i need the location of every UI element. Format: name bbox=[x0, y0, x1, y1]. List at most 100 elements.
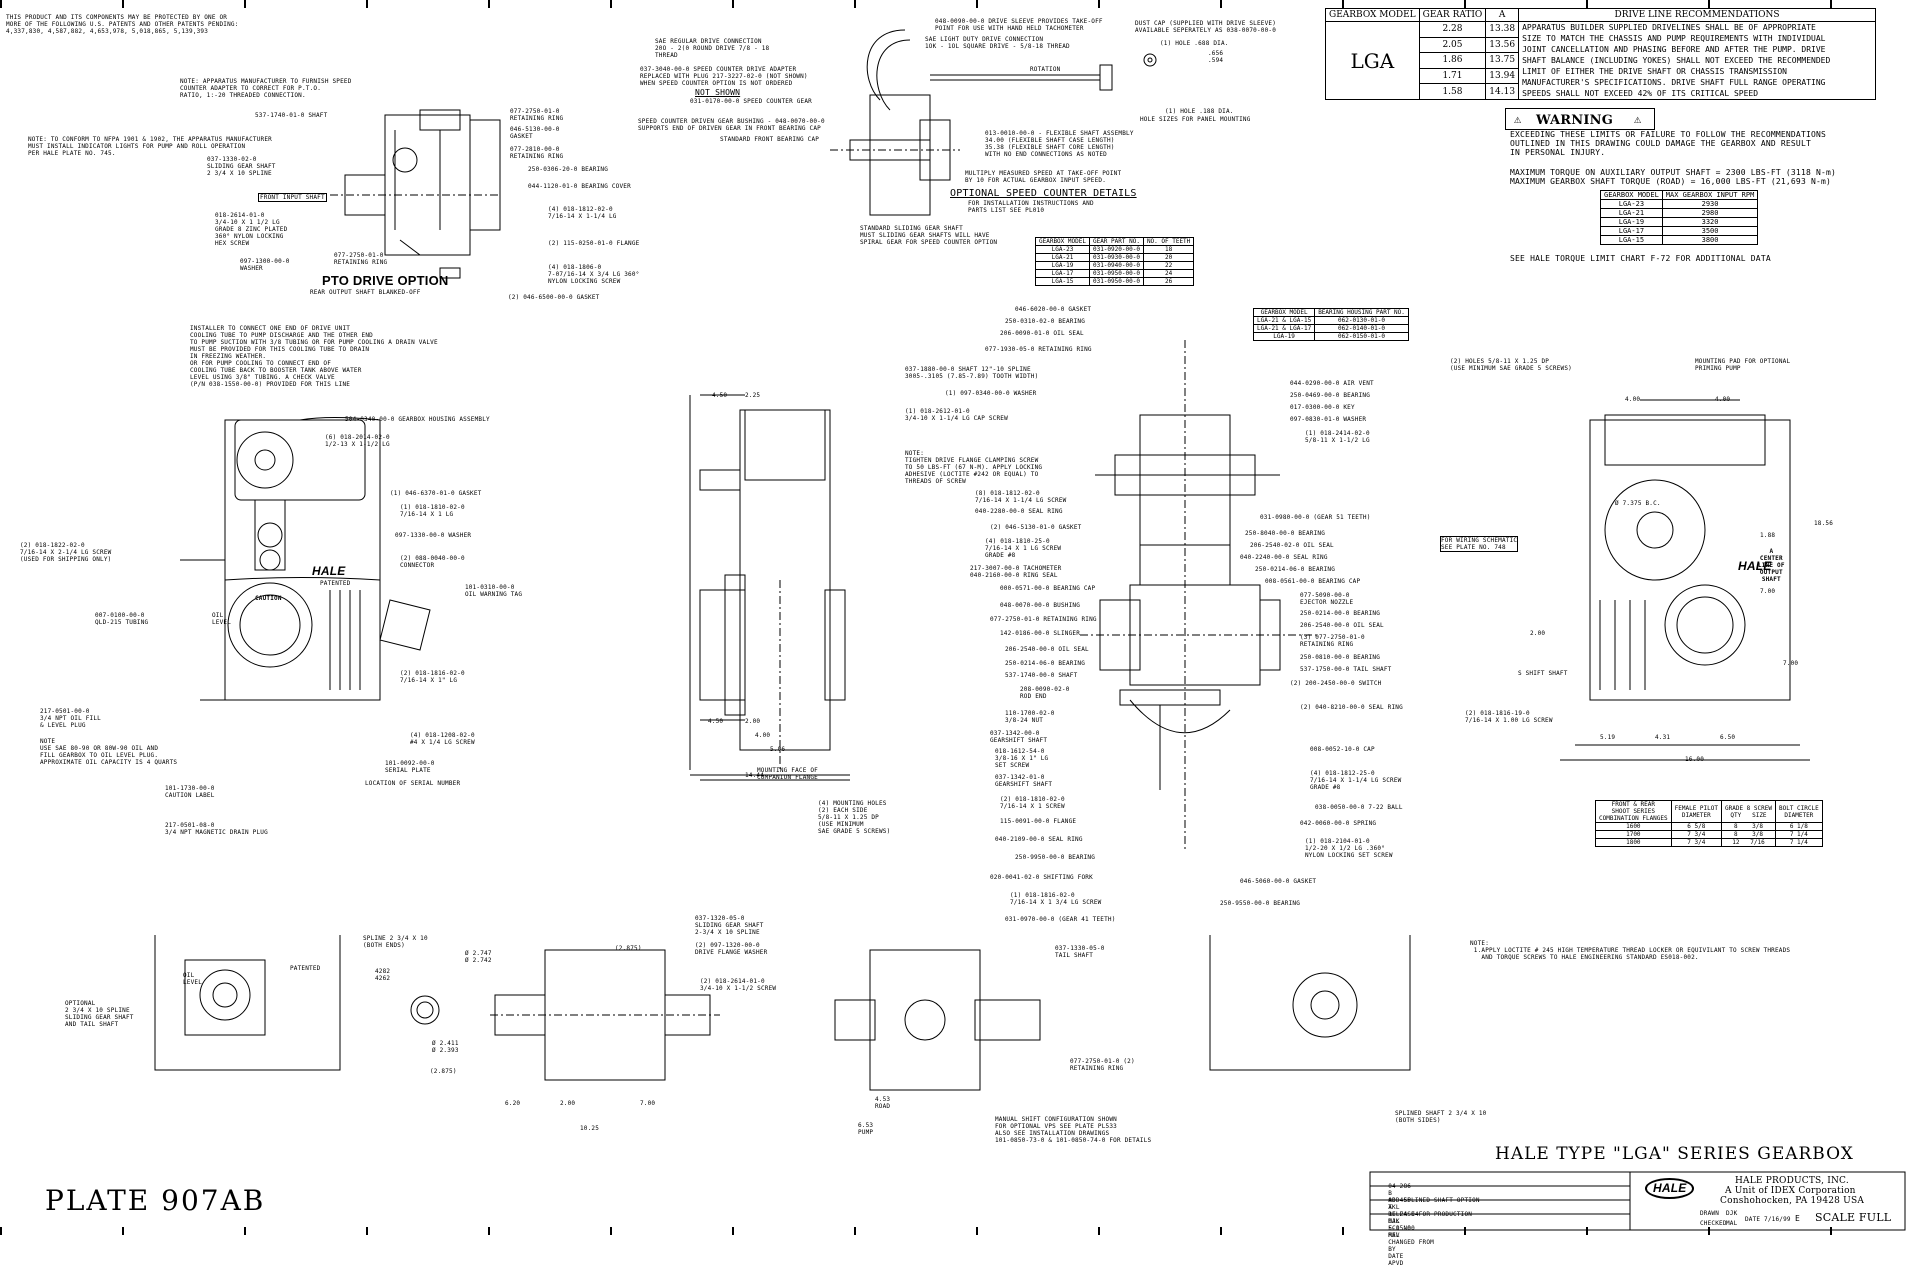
rv-dim: 4.31 bbox=[1655, 734, 1671, 741]
gear-cell: 031-0950-00-0 bbox=[1088, 277, 1144, 286]
gear-cell: 20 bbox=[1142, 253, 1195, 262]
fv-label: (2) 018-1822-02-0 7/16-14 X 2-1/4 LG SCR… bbox=[20, 542, 112, 563]
fv-label: 101-0092-00-0 SERIAL PLATE bbox=[385, 760, 435, 774]
rv-dim: 5.19 bbox=[1600, 734, 1616, 741]
rev-header-row: ECO NO. REV CHANGED FROM BY DATE APVD bbox=[1373, 1218, 1434, 1274]
hale-logo: HALE bbox=[1645, 1178, 1695, 1199]
rev-eco: 04-286 bbox=[1388, 1183, 1412, 1190]
fv-label: (2) 018-1816-02-0 7/16-14 X 1" LG bbox=[400, 670, 465, 684]
sec-label-r: 250-0810-00-0 BEARING bbox=[1300, 654, 1381, 661]
sc-label: MULTIPLY MEASURED SPEED AT TAKE-OFF POIN… bbox=[965, 170, 1122, 184]
flange-table: FRONT & REAR SHOOT SERIES COMBINATION FL… bbox=[1595, 800, 1823, 847]
sec-label-r: (2) 200-2450-00-0 SWITCH bbox=[1290, 680, 1382, 687]
gear-col: NO. OF TEETH bbox=[1142, 237, 1195, 246]
speed-counter-subtitle: FOR INSTALLATION INSTRUCTIONS AND PARTS … bbox=[968, 200, 1094, 214]
fv-label: 097-1330-00-0 WASHER bbox=[395, 532, 472, 539]
flange-col: BOLT CIRCLE DIAMETER bbox=[1774, 800, 1823, 823]
dim: 5.06 bbox=[770, 746, 786, 753]
pto-label: 077-2750-01-0 RETAINING RING bbox=[510, 108, 564, 122]
rev-header: ECO NO. bbox=[1388, 1225, 1415, 1232]
pto-label: (2) 115-0250-01-0 FLANGE bbox=[548, 240, 640, 247]
side-view-gearbox bbox=[689, 394, 850, 781]
rev-eco: 00-455 bbox=[1388, 1197, 1412, 1204]
rpm-cell: 3500 bbox=[1661, 226, 1759, 236]
sec-label: 206-0090-01-0 OIL SEAL bbox=[1000, 330, 1084, 337]
rev-by: TKL bbox=[1388, 1204, 1400, 1211]
rev-header: DATE bbox=[1388, 1253, 1404, 1260]
pto-label: 018-2614-01-0 3/4-10 X 1 1/2 LG GRADE 8 … bbox=[215, 212, 288, 247]
torque-aux: MAXIMUM TORQUE ON AUXILIARY OUTPUT SHAFT… bbox=[1510, 168, 1837, 177]
rpm-cell: LGA-17 bbox=[1600, 226, 1663, 236]
rv-label: S SHIFT SHAFT bbox=[1518, 670, 1568, 677]
sc-label: 031-0170-00-0 SPEED COUNTER GEAR bbox=[690, 98, 812, 105]
sec-label-r: (4) 018-1812-25-0 7/16-14 X 1-1/4 LG SCR… bbox=[1310, 770, 1402, 791]
a-cell: 13.94 bbox=[1485, 67, 1520, 85]
company-division: A Unit of IDEX Corporation bbox=[1725, 1186, 1856, 1196]
sec-label: 142-0186-00-0 SLINGER bbox=[1000, 630, 1081, 637]
company-address: Conshohocken, PA 19428 USA bbox=[1720, 1196, 1865, 1206]
bottom-label: (2) 097-1320-00-0 DRIVE FLANGE WASHER bbox=[695, 942, 768, 956]
pto-label: 037-1330-02-0 SLIDING GEAR SHAFT 2 3/4 X… bbox=[207, 156, 276, 177]
sc-label: (1) HOLE .188 DIA. bbox=[1165, 108, 1234, 115]
housing-cell: 062-0150-01-0 bbox=[1314, 332, 1409, 341]
rv-label: (2) 018-1816-19-0 7/16-14 X 1.00 LG SCRE… bbox=[1465, 710, 1553, 724]
sc-label: ROTATION bbox=[1030, 66, 1061, 73]
sec-label: 020-0041-02-0 SHIFTING FORK bbox=[990, 874, 1093, 881]
rev-letter: B bbox=[1388, 1190, 1393, 1197]
rv-dim: 4.00 bbox=[1625, 396, 1641, 403]
gear-col: GEAR PART NO. bbox=[1088, 237, 1144, 246]
warning-title: WARNING bbox=[1536, 113, 1614, 128]
rev-header: REV bbox=[1388, 1232, 1400, 1239]
sec-label-r: 031-0980-00-0 (GEAR 51 TEETH) bbox=[1260, 514, 1371, 521]
bottom-label: SPLINED SHAFT 2 3/4 X 10 (BOTH SIDES) bbox=[1395, 1110, 1487, 1124]
bottom-label: (2) 018-2614-01-0 3/4-10 X 1-1/2 SCREW bbox=[700, 978, 777, 992]
sec-label-r: 097-0830-01-0 WASHER bbox=[1290, 416, 1367, 423]
pto-note-nfpa: NOTE: TO CONFORM TO NFPA 1901 & 1902, TH… bbox=[28, 136, 272, 157]
ratio-cell: 2.05 bbox=[1418, 36, 1487, 54]
rpm-cell: LGA-21 bbox=[1600, 208, 1663, 218]
fv-label: (2) 088-0040-00-0 CONNECTOR bbox=[400, 555, 465, 569]
sec-label: 077-1930-05-0 RETAINING RING bbox=[985, 346, 1092, 353]
torque-chart-ref: SEE HALE TORQUE LIMIT CHART F-72 FOR ADD… bbox=[1510, 254, 1771, 263]
flange-cell: 1800 bbox=[1595, 838, 1672, 847]
sec-label: 048-0070-00-0 BUSHING bbox=[1000, 602, 1081, 609]
sec-label: (8) 018-1812-02-0 7/16-14 X 1-1/4 LG SCR… bbox=[975, 490, 1067, 504]
model-cell: LGA bbox=[1325, 21, 1420, 100]
sec-label-r: (2) 040-8210-00-0 SEAL RING bbox=[1300, 704, 1403, 711]
warning-text: EXCEEDING THESE LIMITS OR FAILURE TO FOL… bbox=[1510, 130, 1827, 157]
sec-label: 031-0970-00-0 (GEAR 41 TEETH) bbox=[1005, 916, 1116, 923]
drawing-title: HALE TYPE "LGA" SERIES GEARBOX bbox=[1495, 1144, 1854, 1164]
dim: 2.00 bbox=[745, 718, 761, 725]
oil-level-label: OIL LEVEL bbox=[183, 972, 203, 986]
bottom-label: OPTIONAL 2 3/4 X 10 SPLINE SLIDING GEAR … bbox=[65, 1000, 134, 1028]
rv-label: (2) HOLES 5/8-11 X 1.25 DP (USE MINIMUM … bbox=[1450, 358, 1572, 372]
sec-label-r: 077-5090-00-0 EJECTOR NOZZLE bbox=[1300, 592, 1354, 606]
bottom-label: 4282 4262 bbox=[375, 968, 391, 982]
fv-label: 007-0100-00-0 QLD-215 TUBING bbox=[95, 612, 149, 626]
gear-cell: 18 bbox=[1142, 245, 1195, 254]
sec-label-r: 044-0290-00-0 AIR VENT bbox=[1290, 380, 1374, 387]
sc-label: DUST CAP (SUPPLIED WITH DRIVE SLEEVE) AV… bbox=[1135, 20, 1277, 34]
patent-note: THIS PRODUCT AND ITS COMPONENTS MAY BE P… bbox=[6, 14, 239, 35]
sec-label-r: 250-9550-00-0 BEARING bbox=[1220, 900, 1301, 907]
sec-label-r: 038-0050-00-0 7-22 BALL bbox=[1315, 804, 1403, 811]
fv-label: LOCATION OF SERIAL NUMBER bbox=[365, 780, 461, 787]
section-view-gearbox bbox=[1080, 340, 1320, 850]
pto-note-speed: NOTE: APPARATUS MANUFACTURER TO FURNISH … bbox=[180, 78, 352, 99]
pto-label: (4) 018-1812-02-0 7/16-14 X 1-1/4 LG bbox=[548, 206, 617, 220]
sec-label: 037-1880-00-0 SHAFT 12"-10 SPLINE 3005-.… bbox=[905, 366, 1039, 380]
sec-label-r: (1) 018-2104-01-0 1/2-20 X 1/2 LG .360° … bbox=[1305, 838, 1393, 859]
sec-label: (2) 046-5130-01-0 GASKET bbox=[990, 524, 1082, 531]
a-cell: 14.13 bbox=[1485, 83, 1520, 100]
rv-dim: 7.00 bbox=[1760, 588, 1776, 595]
sec-label-r: 040-2240-00-0 SEAL RING bbox=[1240, 554, 1328, 561]
pto-title: PTO DRIVE OPTION bbox=[322, 273, 449, 288]
housing-cell: LGA-19 bbox=[1252, 332, 1316, 341]
